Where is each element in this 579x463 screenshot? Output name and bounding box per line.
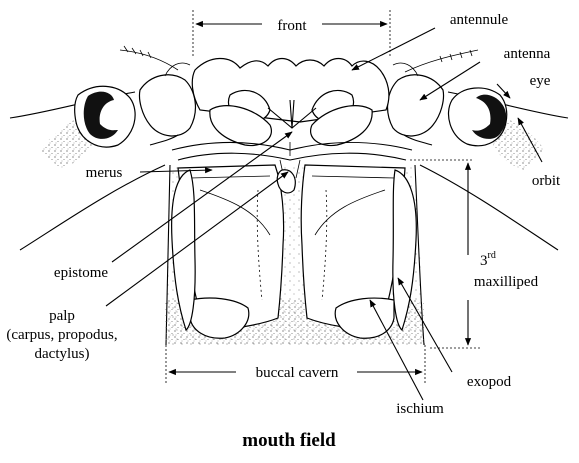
label-exopod: exopod: [467, 374, 512, 390]
label-maxilliped: maxilliped: [474, 274, 539, 290]
label-epistome: epistome: [54, 265, 108, 281]
label-buccal-cavern: buccal cavern: [256, 365, 339, 381]
label-antenna: antenna: [504, 46, 551, 62]
label-orbit: orbit: [532, 173, 561, 189]
antennule-leader: [352, 28, 435, 70]
label-maxilliped-number: 3rd: [480, 250, 496, 269]
label-ischium: ischium: [396, 401, 444, 417]
label-antennule: antennule: [450, 12, 509, 28]
label-palp-detail: (carpus, propodus,: [6, 327, 117, 343]
label-merus: merus: [86, 165, 123, 181]
label-front: front: [277, 18, 307, 34]
label-palp: palp: [49, 308, 75, 324]
right-maxilliped: [301, 165, 416, 338]
diagram-title: mouth field: [242, 430, 336, 451]
label-eye: eye: [530, 73, 551, 89]
label-palp-detail-2: dactylus): [35, 346, 90, 362]
